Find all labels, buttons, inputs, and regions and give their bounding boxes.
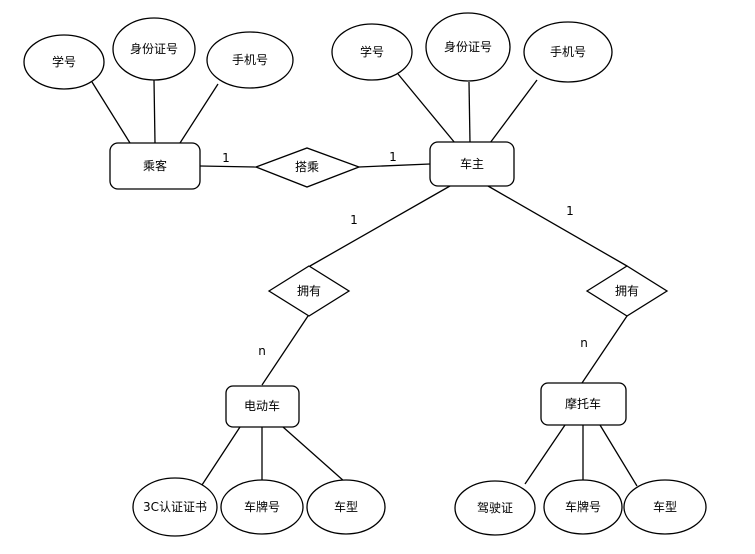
entity-owner-label: 车主 <box>460 156 484 171</box>
entity-passenger-label: 乘客 <box>143 158 167 173</box>
ebike-attr-2: 车牌号 <box>220 479 304 535</box>
ebike-attr-2-label: 车牌号 <box>244 499 280 514</box>
link-owner-own-ebike <box>309 185 451 267</box>
ebike-attr-3-label: 车型 <box>334 499 358 514</box>
link-own-ebike-ebike <box>261 315 309 386</box>
link-motorcycle-attr-1 <box>524 424 566 485</box>
link-passenger-attr-1 <box>91 81 131 144</box>
link-owner-attr-3 <box>489 79 538 144</box>
link-ebike-attr-3 <box>282 426 346 483</box>
owner-attr-1-label: 学号 <box>360 44 384 59</box>
ebike-attr-1-label: 3C认证证书 <box>143 500 207 514</box>
motorcycle-attr-1: 驾驶证 <box>454 480 536 536</box>
cardinality-passenger-ride: 1 <box>222 151 230 165</box>
passenger-attr-1: 学号 <box>23 34 105 90</box>
relationship-ride: 搭乘 <box>254 147 361 188</box>
motorcycle-attr-1-label: 驾驶证 <box>477 500 513 515</box>
passenger-attr-3-label: 手机号 <box>232 53 268 67</box>
link-passenger-ride <box>199 165 257 168</box>
relationship-own-motorcycle: 拥有 <box>585 265 669 317</box>
link-passenger-attr-2 <box>153 79 156 144</box>
passenger-attr-2-label: 身份证号 <box>130 41 178 56</box>
relationship-ride-label: 搭乘 <box>295 160 319 174</box>
owner-attr-2: 身份证号 <box>425 12 511 82</box>
link-own-motorcycle-motorcycle <box>581 315 628 384</box>
link-ride-owner <box>358 163 431 168</box>
cardinality-owner-own-motorcycle: 1 <box>566 204 574 218</box>
cardinality-motorcycle-own: n <box>580 336 588 350</box>
cardinality-owner-own-ebike: 1 <box>350 213 358 227</box>
relationship-own-motorcycle-label: 拥有 <box>615 284 639 298</box>
motorcycle-attr-3-label: 车型 <box>653 499 677 514</box>
entity-owner: 车主 <box>429 141 515 187</box>
passenger-attr-3: 手机号 <box>206 31 294 89</box>
motorcycle-attr-3: 车型 <box>623 479 707 535</box>
entity-ebike: 电动车 <box>225 385 300 428</box>
connectors <box>91 73 638 489</box>
link-owner-attr-2 <box>468 81 471 144</box>
link-owner-own-motorcycle <box>487 185 628 267</box>
passenger-attr-1-label: 学号 <box>52 54 76 69</box>
owner-attr-1: 学号 <box>331 23 413 81</box>
link-owner-attr-1 <box>397 73 456 144</box>
link-passenger-attr-3 <box>179 83 219 144</box>
link-motorcycle-attr-3 <box>599 424 638 487</box>
cardinality-ebike-own: n <box>258 344 266 358</box>
cardinality-owner-ride: 1 <box>389 150 397 164</box>
entity-motorcycle-label: 摩托车 <box>565 396 601 411</box>
motorcycle-attr-2: 车牌号 <box>543 479 623 535</box>
relationship-own-ebike: 拥有 <box>267 265 351 317</box>
ebike-attr-1: 3C认证证书 <box>132 477 218 537</box>
relationship-own-ebike-label: 拥有 <box>297 284 321 298</box>
owner-attr-2-label: 身份证号 <box>444 39 492 54</box>
entity-ebike-label: 电动车 <box>244 398 280 413</box>
motorcycle-attr-2-label: 车牌号 <box>565 499 601 514</box>
entity-passenger: 乘客 <box>109 142 201 190</box>
entity-motorcycle: 摩托车 <box>540 382 627 426</box>
ebike-attr-3: 车型 <box>306 479 386 535</box>
link-ebike-attr-1 <box>199 426 241 489</box>
passenger-attr-2: 身份证号 <box>112 17 196 81</box>
owner-attr-3: 手机号 <box>523 21 613 83</box>
owner-attr-3-label: 手机号 <box>550 45 586 59</box>
